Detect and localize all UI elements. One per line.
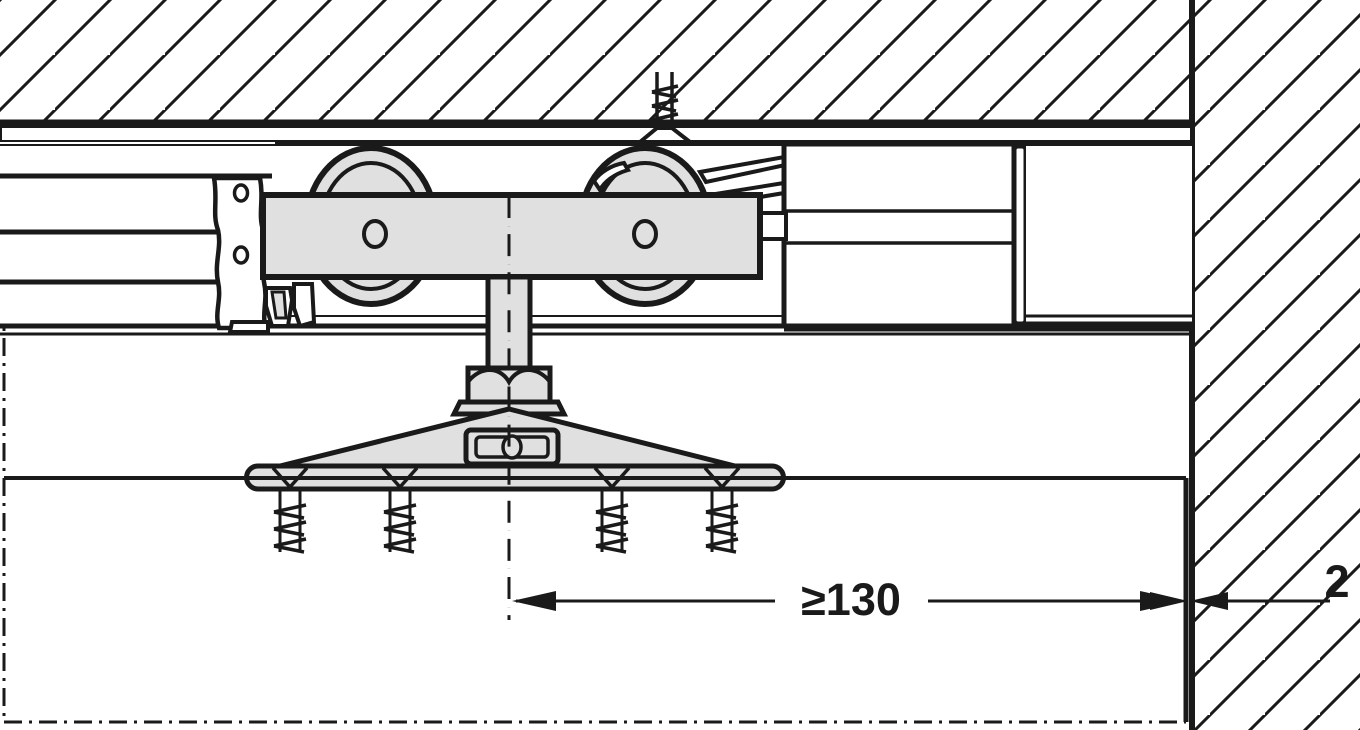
carriage-plate	[260, 192, 763, 280]
dimension-wall-gap: 2	[1110, 556, 1350, 610]
carriage-axle-hole-left	[362, 219, 388, 249]
damper-unit	[758, 141, 1192, 332]
dimension-label-min-distance: ≥130	[801, 574, 901, 625]
end-stop-hole-upper	[232, 183, 250, 203]
end-stop-hole-lower	[232, 245, 250, 265]
panel-screw-1	[273, 489, 307, 554]
wall-section	[1192, 0, 1360, 730]
dimension-min-distance: ≥130	[512, 574, 1184, 625]
track-profile	[0, 124, 1194, 336]
carriage-axle-hole-right	[632, 219, 658, 249]
panel-screw-3	[595, 489, 629, 554]
panel-screw-4	[705, 489, 739, 554]
ceiling-section	[0, 0, 1192, 122]
roller-retainer-tab	[591, 160, 632, 194]
door-panel	[4, 476, 1189, 722]
panel-screw-2	[383, 489, 417, 554]
drawing-frame	[2, 128, 1186, 724]
clamp-block	[463, 427, 561, 467]
dimension-label-wall-gap: 2	[1324, 556, 1349, 607]
panel-screws	[273, 489, 739, 554]
ceiling-fixing-screw	[638, 72, 692, 144]
clamp-locking-screw-hole	[501, 434, 523, 460]
